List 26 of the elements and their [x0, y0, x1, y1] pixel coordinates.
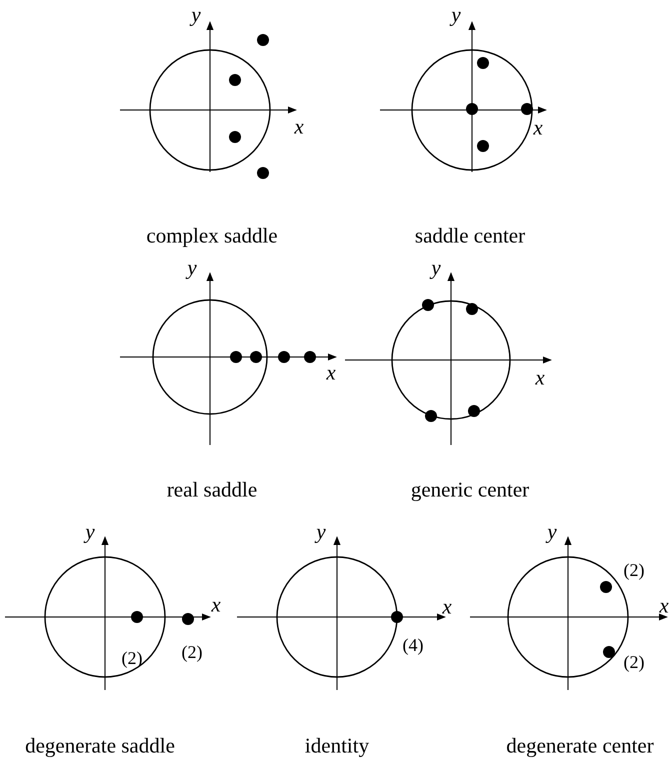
caption: degenerate saddle: [25, 736, 175, 756]
multiplicity-label: (2): [624, 561, 644, 579]
caption: degenerate center: [506, 736, 654, 756]
axis-label: y: [316, 522, 326, 542]
multiplicity-label: (2): [624, 653, 644, 671]
axis-label: y: [191, 4, 201, 26]
axis-label: x: [442, 596, 452, 618]
axis-label: y: [547, 522, 557, 542]
multiplicity-label: (2): [122, 649, 142, 667]
axis-label: x: [326, 362, 336, 384]
axis-label: y: [187, 258, 197, 278]
axis-label: x: [659, 596, 669, 616]
caption: identity: [304, 736, 370, 756]
axis-label: x: [211, 594, 221, 616]
axis-label: y: [451, 4, 461, 26]
caption: saddle center: [414, 226, 526, 246]
axis-label: x: [533, 118, 543, 138]
axis-label: y: [85, 522, 95, 542]
multiplicity-label: (2): [182, 643, 202, 661]
caption: generic center: [410, 480, 530, 500]
multiplicity-label: (4): [402, 636, 424, 654]
axis-label: x: [535, 368, 545, 388]
axis-label: y: [431, 258, 441, 278]
caption: real saddle: [166, 480, 258, 500]
caption: complex saddle: [146, 226, 278, 246]
axis-label: x: [294, 116, 304, 138]
